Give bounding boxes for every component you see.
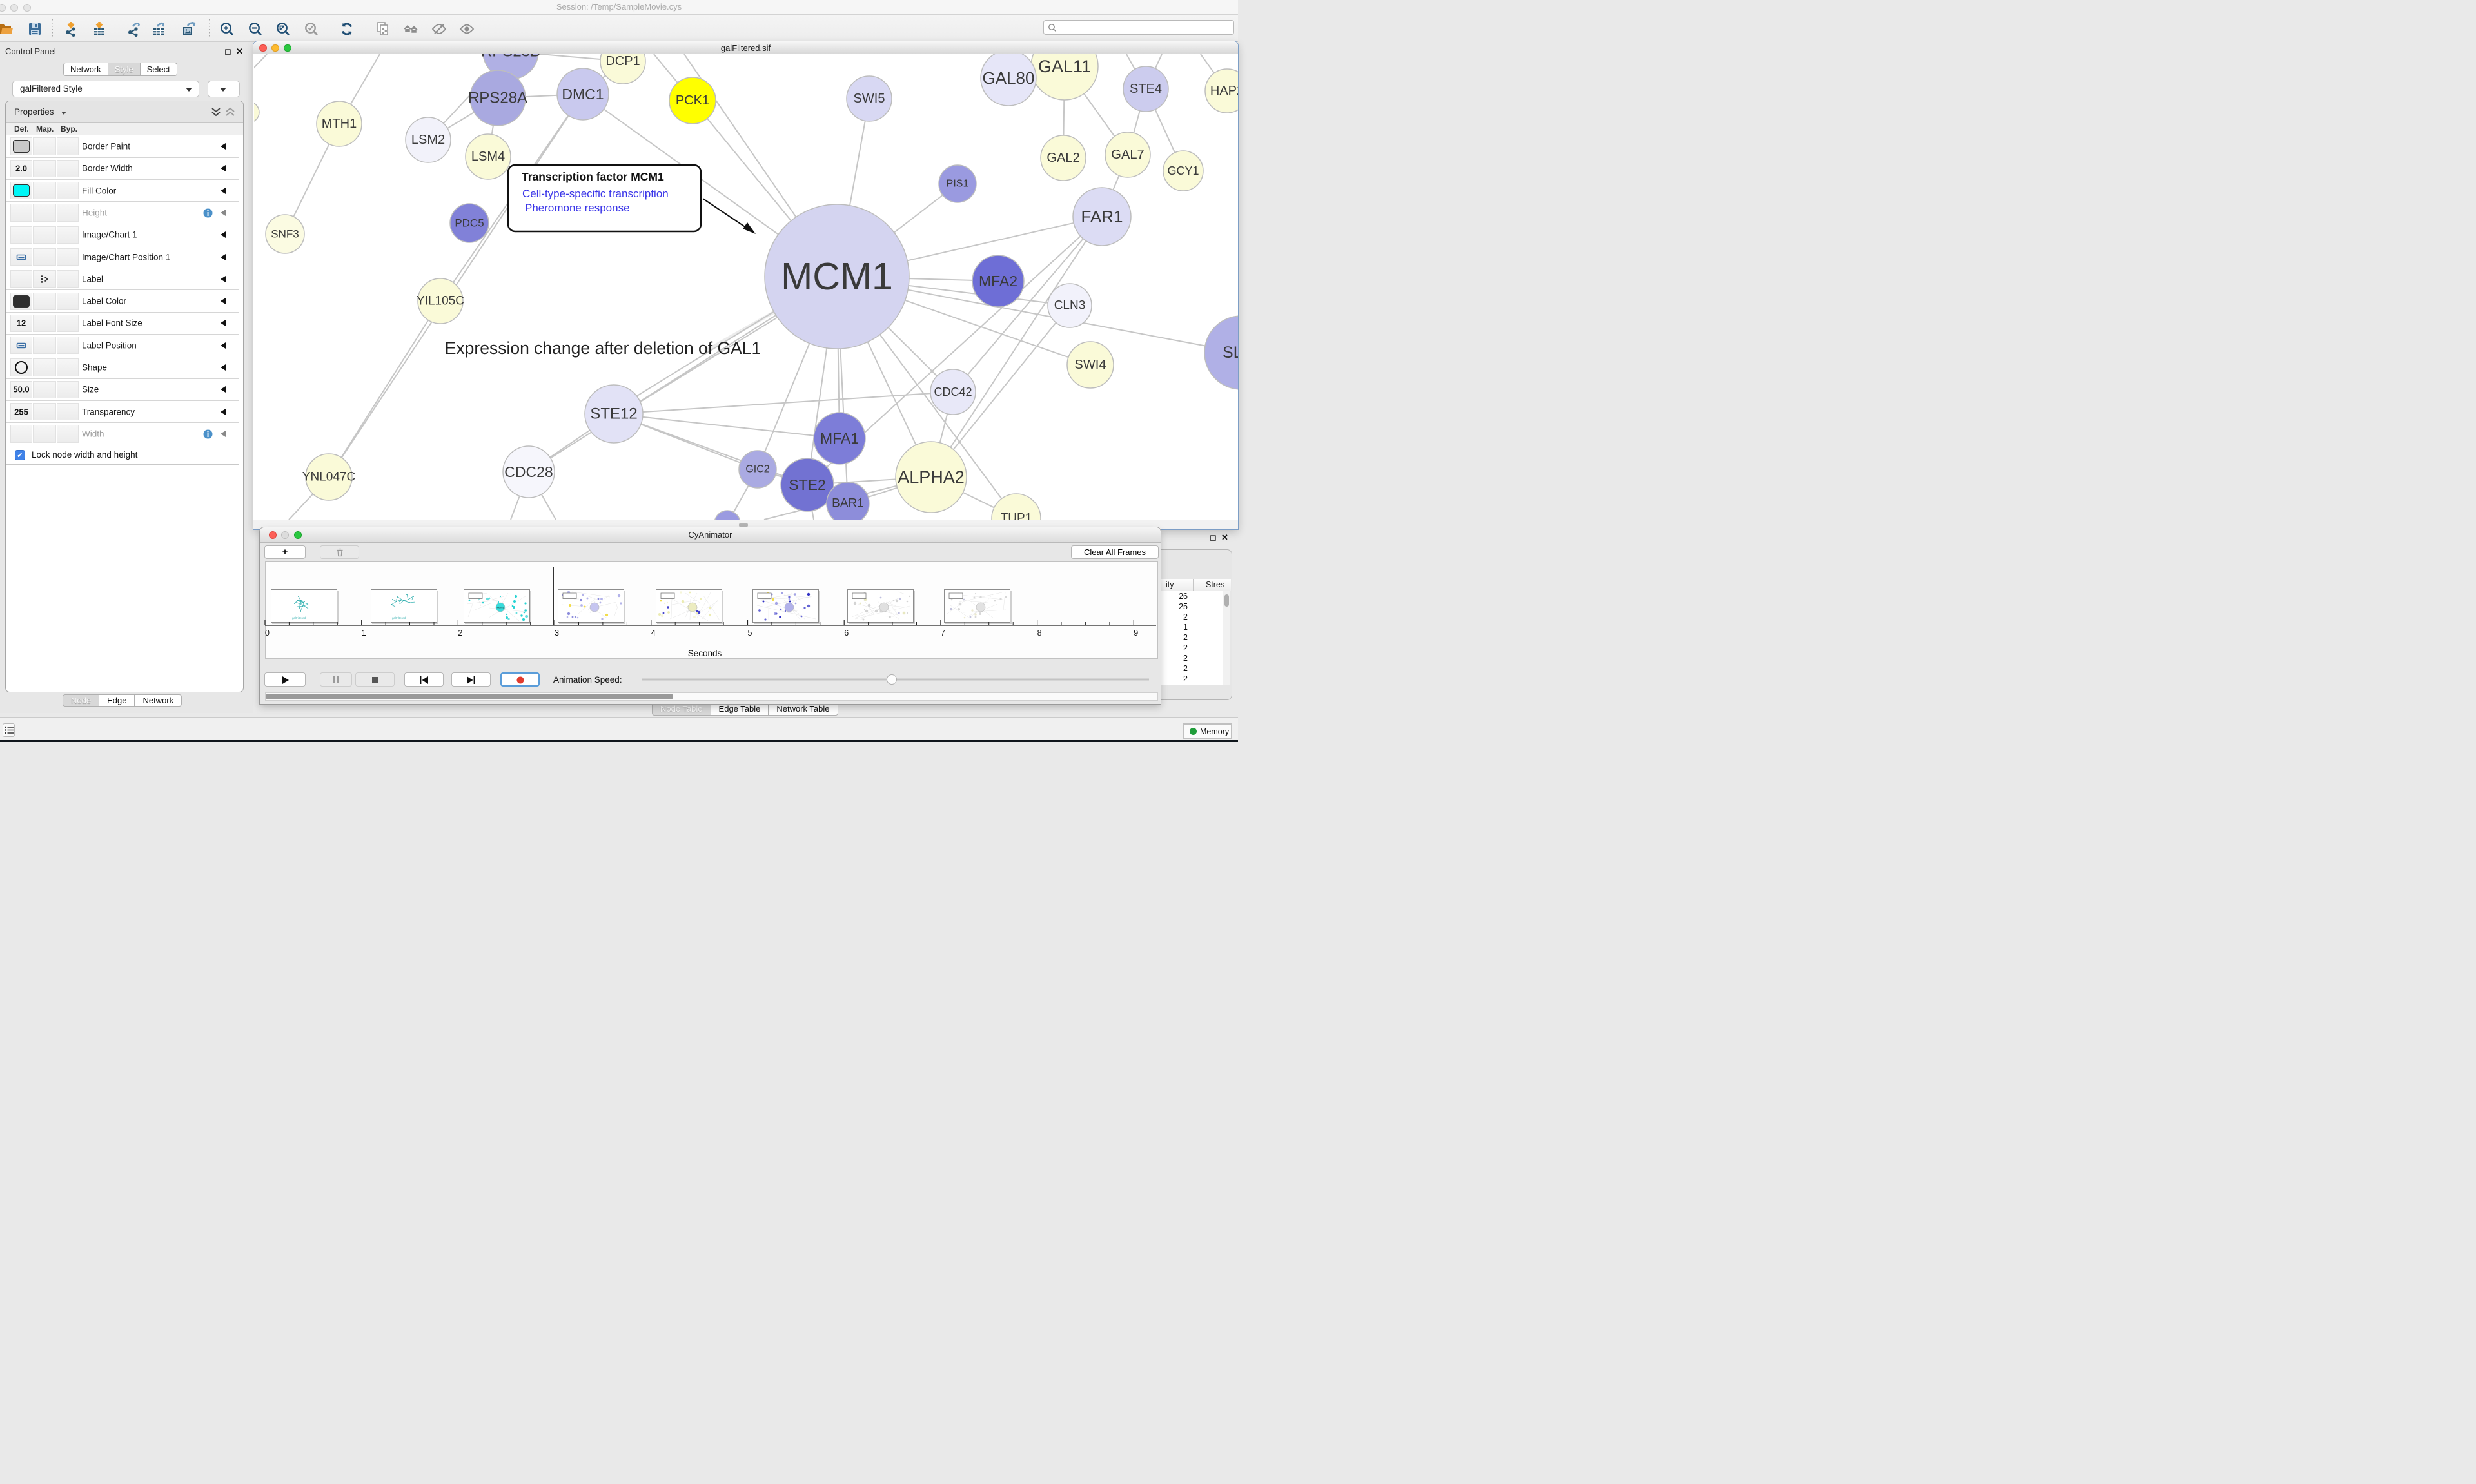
svg-text:GAL11: GAL11 bbox=[1038, 57, 1091, 76]
svg-text:STE4: STE4 bbox=[1130, 82, 1162, 96]
svg-text:Pheromone response: Pheromone response bbox=[525, 202, 630, 214]
svg-text:MFA1: MFA1 bbox=[820, 430, 859, 447]
svg-text:PIS1: PIS1 bbox=[947, 179, 969, 190]
svg-text:ALPHA2: ALPHA2 bbox=[898, 467, 965, 487]
svg-text:DCP1: DCP1 bbox=[605, 54, 640, 68]
svg-text:SNF3: SNF3 bbox=[271, 228, 299, 240]
svg-text:YIL105C: YIL105C bbox=[417, 295, 464, 308]
svg-text:GAL2: GAL2 bbox=[1046, 151, 1079, 165]
svg-text:CDC42: CDC42 bbox=[934, 386, 972, 398]
svg-text:STE2: STE2 bbox=[789, 476, 826, 493]
svg-text:LSM2: LSM2 bbox=[411, 133, 445, 147]
svg-text:TUP1: TUP1 bbox=[1001, 512, 1032, 520]
svg-text:FAR1: FAR1 bbox=[1081, 207, 1123, 226]
svg-text:YNL047C: YNL047C bbox=[302, 471, 355, 484]
svg-text:MTH1: MTH1 bbox=[322, 117, 357, 131]
svg-text:MCM1: MCM1 bbox=[781, 255, 893, 298]
svg-text:galFiltered: galFiltered bbox=[292, 616, 306, 620]
svg-text:GCY1: GCY1 bbox=[1167, 164, 1199, 177]
svg-text:galFiltered: galFiltered bbox=[392, 616, 406, 620]
svg-text:Transcription factor MCM1: Transcription factor MCM1 bbox=[522, 170, 664, 183]
svg-text:RPS28B: RPS28B bbox=[481, 54, 540, 61]
svg-text:Cell-type-specific transcripti: Cell-type-specific transcription bbox=[522, 188, 669, 200]
svg-text:MFA2: MFA2 bbox=[979, 273, 1017, 289]
svg-text:MCM1: MCM1 bbox=[497, 607, 504, 609]
svg-text:PCK1: PCK1 bbox=[676, 93, 709, 108]
svg-text:PDC5: PDC5 bbox=[455, 217, 484, 229]
svg-text:DMC1: DMC1 bbox=[562, 86, 604, 103]
svg-text:CDC28: CDC28 bbox=[504, 464, 553, 480]
svg-text:STE12: STE12 bbox=[590, 405, 637, 423]
svg-text:SLT2: SLT2 bbox=[1223, 344, 1238, 362]
svg-text:GAL7: GAL7 bbox=[1111, 148, 1144, 162]
svg-text:GIC2: GIC2 bbox=[745, 464, 769, 475]
svg-text:HAP2: HAP2 bbox=[1210, 84, 1238, 98]
svg-text:BAR1: BAR1 bbox=[832, 497, 864, 511]
svg-text:RPS28A: RPS28A bbox=[468, 90, 527, 107]
svg-text:CLN3: CLN3 bbox=[1054, 299, 1086, 313]
svg-text:SWI4: SWI4 bbox=[1075, 358, 1106, 372]
svg-text:Expression change after deleti: Expression change after deletion of GAL1 bbox=[445, 338, 761, 358]
svg-text:SWI5: SWI5 bbox=[854, 92, 885, 106]
svg-text:GAL80: GAL80 bbox=[983, 68, 1035, 88]
svg-text:LSM4: LSM4 bbox=[471, 150, 505, 164]
